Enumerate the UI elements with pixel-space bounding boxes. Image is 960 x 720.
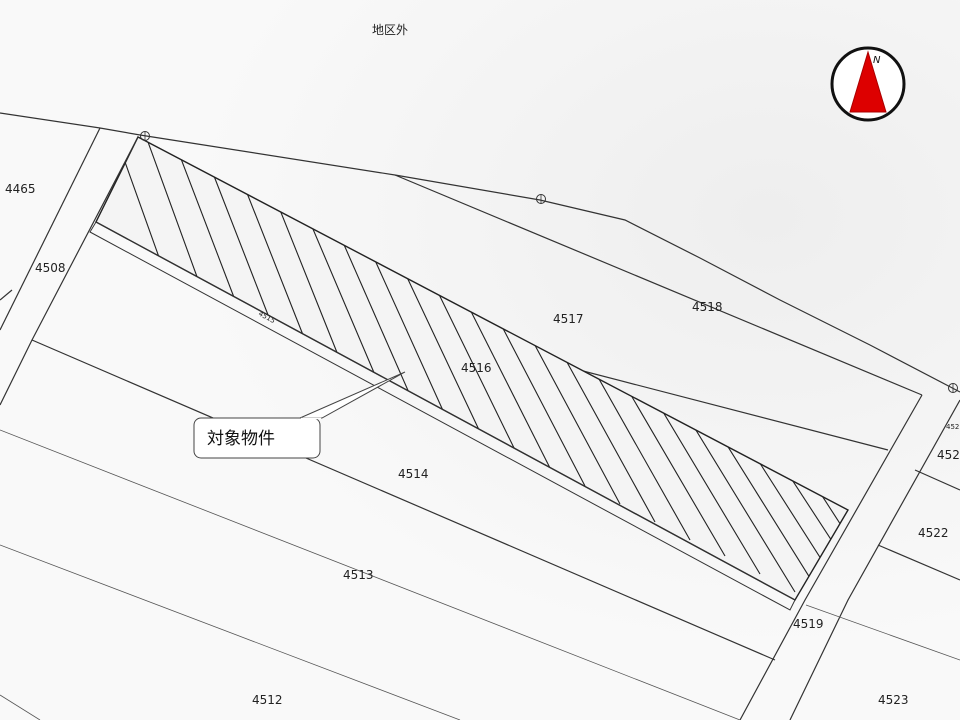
lot-line-4513-north [0, 429, 741, 720]
district-boundary-line [0, 112, 960, 393]
compass-arrow-icon [849, 50, 887, 113]
lot-line-4512 [0, 694, 41, 720]
boundary-marker [948, 383, 958, 393]
lot-line-4514-south [31, 339, 776, 661]
lot-label-4508: 4508 [35, 261, 66, 275]
north-compass: N [830, 46, 906, 122]
lot-label-4512: 4512 [252, 693, 283, 707]
lot-label-4514: 4514 [398, 467, 429, 481]
road-line-left-a [0, 127, 101, 331]
parcel-line-4517-north [394, 174, 923, 396]
parcel-line-4517-south [559, 364, 889, 451]
lot-label-4523: 4523 [878, 693, 909, 707]
compass-n-label: N [873, 55, 881, 66]
callout-label: 対象物件 [207, 429, 275, 449]
callout-box [193, 417, 321, 459]
target-callout[interactable]: 対象物件 [193, 371, 406, 459]
parcel-4515 [89, 221, 796, 611]
lot-label-452-small: 452 [946, 423, 959, 431]
lot-label-4517: 4517 [553, 312, 584, 326]
lot-label-4518: 4518 [692, 300, 723, 314]
boundary-marker [140, 131, 150, 141]
road-line-right-b [789, 399, 960, 720]
lot-label-4516: 4516 [461, 361, 492, 375]
lot-line-4513-south [0, 544, 461, 720]
lot-label-452-partial: 452 [937, 448, 960, 462]
outside-area-label: 地区外 [372, 23, 408, 37]
road-line-left-c [0, 289, 13, 301]
lot-line-4522-south [877, 544, 960, 581]
lot-line-4522-north [914, 469, 960, 491]
boundary-marker [536, 194, 546, 204]
lot-line-4519 [805, 604, 960, 661]
lot-label-4513: 4513 [343, 568, 374, 582]
lot-label-4465: 4465 [5, 182, 36, 196]
road-line-right-a [739, 394, 923, 720]
lot-label-4519: 4519 [793, 617, 824, 631]
lot-label-4522: 4522 [918, 526, 949, 540]
